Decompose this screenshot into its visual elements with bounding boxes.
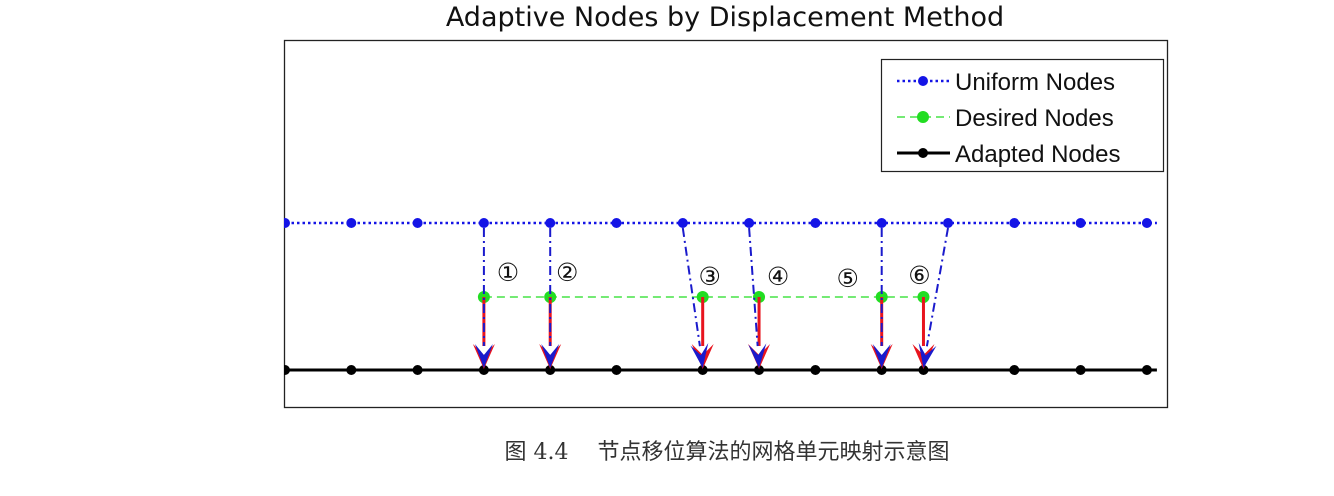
point-uniform-5 xyxy=(611,218,622,228)
point-uniform-4 xyxy=(545,218,556,228)
point-uniform-12 xyxy=(1075,218,1086,228)
legend: Uniform Nodes Desired Nodes Adapted Node… xyxy=(880,58,1165,173)
step-label-2: ② xyxy=(556,258,578,287)
mapping-arrow-head-1 xyxy=(474,344,493,368)
point-adapted-13 xyxy=(1141,365,1152,375)
point-adapted-9 xyxy=(876,365,887,375)
legend-label-uniform: Uniform Nodes xyxy=(955,69,1115,96)
step-labels: ① ② ③ ④ ⑤ ⑥ xyxy=(497,258,931,293)
mapping-arrow-head-6 xyxy=(918,342,937,368)
displacement-6 xyxy=(912,227,949,369)
point-uniform-13 xyxy=(1141,218,1152,228)
mapping-arrow-shaft-6 xyxy=(925,227,949,347)
point-adapted-7 xyxy=(754,365,765,375)
series-layer xyxy=(284,218,1157,375)
step-label-5: ⑤ xyxy=(836,264,858,293)
point-uniform-0 xyxy=(284,218,290,228)
point-adapted-6 xyxy=(697,365,708,375)
legend-marker-desired xyxy=(917,111,929,123)
point-uniform-6 xyxy=(677,218,688,228)
displacement-1 xyxy=(472,228,495,369)
displacement-5 xyxy=(870,228,893,369)
point-adapted-11 xyxy=(1009,365,1020,375)
displacement-2 xyxy=(539,228,562,369)
legend-label-desired: Desired Nodes xyxy=(955,105,1114,132)
point-adapted-4 xyxy=(545,365,556,375)
mapping-arrow-head-3 xyxy=(690,342,709,368)
displacement-arrows xyxy=(472,227,949,369)
point-adapted-2 xyxy=(412,365,423,375)
mapping-arrow-head-2 xyxy=(541,344,560,368)
displacement-4 xyxy=(748,227,771,369)
point-uniform-7 xyxy=(744,218,755,228)
point-uniform-1 xyxy=(346,218,357,228)
displacement-3 xyxy=(681,227,714,369)
point-adapted-5 xyxy=(611,365,622,375)
point-adapted-8 xyxy=(810,365,821,375)
point-uniform-3 xyxy=(478,218,489,228)
point-uniform-2 xyxy=(412,218,423,228)
chart-title: Adaptive Nodes by Displacement Method xyxy=(446,2,1004,33)
mapping-arrow-shaft-4 xyxy=(748,227,759,347)
step-label-6: ⑥ xyxy=(908,261,930,290)
point-uniform-9 xyxy=(876,218,887,228)
legend-marker-adapted xyxy=(918,148,928,158)
point-adapted-1 xyxy=(346,365,357,375)
point-uniform-11 xyxy=(1009,218,1020,228)
point-adapted-3 xyxy=(478,365,489,375)
point-adapted-0 xyxy=(284,365,290,375)
point-uniform-8 xyxy=(810,218,821,228)
step-label-3: ③ xyxy=(698,262,720,291)
step-label-4: ④ xyxy=(767,262,789,291)
mapping-arrow-head-4 xyxy=(748,343,767,368)
figure-caption: 图 4.4 节点移位算法的网格单元映射示意图 xyxy=(505,440,950,465)
legend-marker-uniform xyxy=(918,76,928,86)
mapping-arrow-head-5 xyxy=(872,344,891,368)
step-label-1: ① xyxy=(497,258,519,287)
mapping-arrow-shaft-3 xyxy=(681,227,701,347)
legend-label-adapted: Adapted Nodes xyxy=(955,141,1120,168)
point-adapted-12 xyxy=(1075,365,1086,375)
point-uniform-10 xyxy=(943,218,953,228)
point-adapted-10 xyxy=(918,365,929,375)
